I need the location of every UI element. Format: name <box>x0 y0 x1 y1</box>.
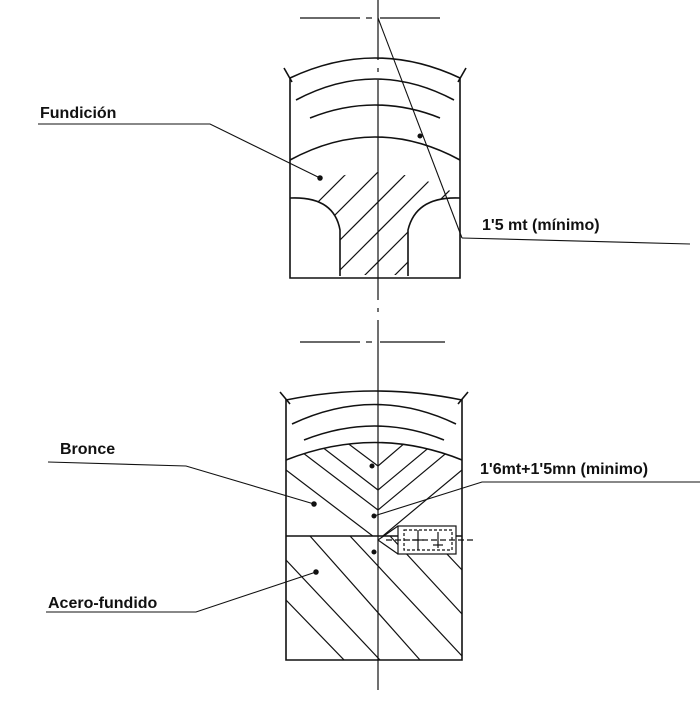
label-lower-tooth-thickness: 1'6mt+1'5mn (minimo) <box>480 461 649 478</box>
set-screw <box>377 525 474 555</box>
upper-right-tooth-gap <box>408 197 460 275</box>
label-acero-fundido: Acero-fundido <box>48 595 158 612</box>
upper-gear-section <box>283 57 467 279</box>
lower-gear-section <box>279 390 474 661</box>
label-bronce: Bronce <box>60 441 116 458</box>
upper-left-tooth-gap <box>290 197 340 275</box>
leader-lines <box>38 17 700 613</box>
bronce-hatching <box>286 442 462 536</box>
acero-hatching <box>286 536 462 660</box>
label-upper-tooth-thickness: 1'5 mt (mínimo) <box>482 217 600 234</box>
label-fundicion: Fundición <box>40 105 117 122</box>
